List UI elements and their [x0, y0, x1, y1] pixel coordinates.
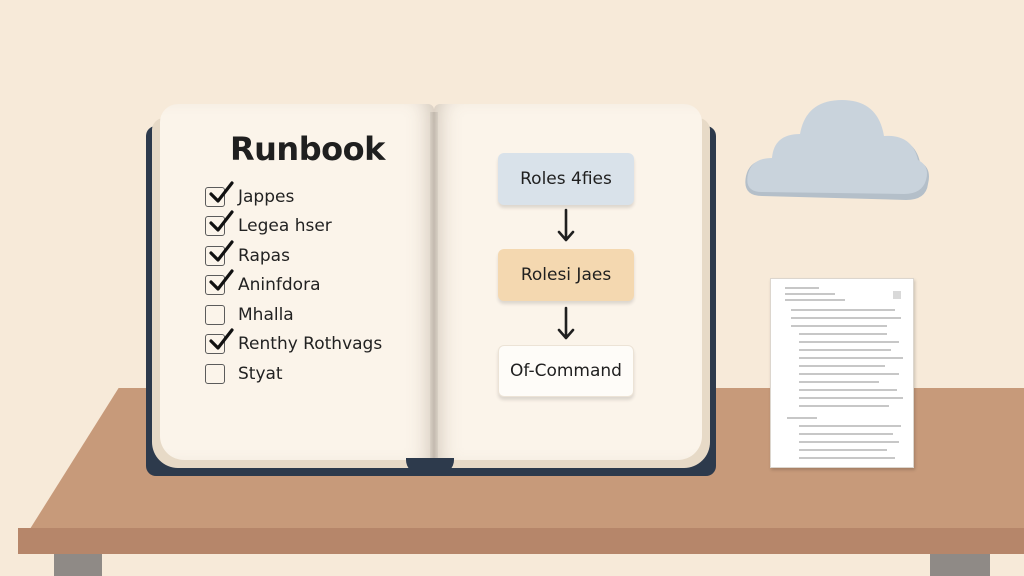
checkmark-icon	[209, 269, 234, 291]
checkbox-checked[interactable]	[205, 210, 234, 237]
document-line	[791, 325, 887, 327]
arrow-down-icon	[557, 306, 575, 340]
desk-front-edge	[18, 528, 1024, 554]
document-line	[799, 425, 901, 427]
checklist-item[interactable]: Jappes	[205, 181, 435, 212]
flow-step-3: Of-Command	[498, 345, 634, 397]
checkmark-icon	[209, 328, 234, 350]
runbook-title: Runbook	[230, 130, 385, 168]
document-mark	[893, 291, 901, 299]
checklist-item-label: Aninfdora	[238, 275, 321, 296]
checkbox-checked[interactable]	[205, 240, 234, 266]
checkbox-unchecked[interactable]	[205, 363, 225, 384]
document-line	[799, 341, 899, 343]
flow-step-1: Roles 4fies	[498, 153, 634, 205]
checklist-item-label: Styat	[238, 363, 283, 384]
checklist-item[interactable]: Mhalla	[205, 300, 435, 330]
flow-step-2: Rolesi Jaes	[498, 249, 634, 301]
desk-leg-right	[930, 554, 990, 576]
arrow-down-icon	[557, 208, 575, 242]
document-line	[787, 417, 817, 419]
checkmark-icon	[209, 210, 234, 232]
checklist-item-label: Legea hser	[238, 216, 332, 237]
document-line	[785, 287, 819, 289]
checkmark-icon	[209, 240, 234, 262]
checklist-item[interactable]: Legea hser	[205, 210, 435, 242]
document-line	[799, 389, 897, 391]
checklist-item[interactable]: Renthy Rothvags	[205, 328, 435, 360]
checklist-item-label: Renthy Rothvags	[238, 334, 383, 355]
document-line	[799, 441, 899, 443]
document-line	[799, 365, 885, 367]
cloud-icon	[745, 100, 929, 200]
document-line	[799, 357, 903, 359]
desk-leg-left	[54, 554, 102, 576]
book-spine	[406, 458, 454, 474]
document-line	[799, 449, 887, 451]
document-line	[799, 349, 891, 351]
checklist-item[interactable]: Aninfdora	[205, 269, 435, 301]
document-line	[799, 433, 893, 435]
document-line	[799, 405, 889, 407]
checklist: Jappes Legea hser Rapas Aninfdora Mhalla	[205, 181, 435, 389]
checkmark-icon	[209, 181, 234, 203]
document-line	[799, 457, 895, 459]
document-line	[785, 299, 845, 301]
document-line	[799, 333, 887, 335]
book-spine-shadow	[430, 112, 438, 460]
checklist-item[interactable]: Rapas	[205, 240, 435, 271]
document-line	[799, 373, 899, 375]
document-line	[791, 317, 901, 319]
document-line	[791, 309, 895, 311]
checklist-item-label: Rapas	[238, 245, 290, 266]
checklist-item[interactable]: Styat	[205, 359, 435, 389]
checkbox-checked[interactable]	[205, 181, 234, 207]
document-line	[799, 397, 903, 399]
checkbox-checked[interactable]	[205, 269, 234, 296]
checkbox-unchecked[interactable]	[205, 304, 225, 325]
checkbox-checked[interactable]	[205, 328, 234, 355]
checklist-item-label: Jappes	[238, 186, 295, 207]
document-line	[799, 381, 879, 383]
document-line	[785, 293, 835, 295]
checklist-item-label: Mhalla	[238, 304, 294, 325]
document-page	[770, 278, 914, 468]
